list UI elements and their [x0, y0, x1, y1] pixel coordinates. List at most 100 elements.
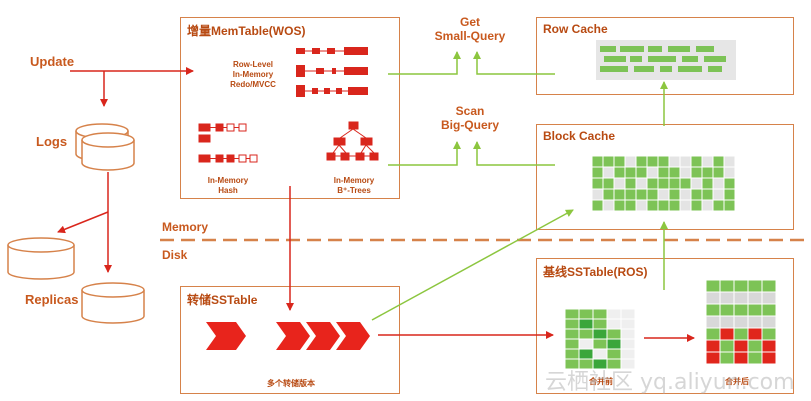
- block-cell: [646, 199, 659, 212]
- ros-before-cell: [592, 348, 608, 360]
- ros-after-cell: [747, 339, 763, 353]
- ros-after-cell: [733, 351, 749, 365]
- block-cell: [679, 177, 692, 190]
- before-merge-label: 合并前: [589, 377, 613, 386]
- block-cell: [712, 199, 725, 212]
- block-cell: [591, 177, 604, 190]
- ros-before-cell: [606, 308, 622, 320]
- ros-before-cell: [592, 328, 608, 340]
- dump-versions-caption: 多个转储版本: [267, 379, 315, 388]
- scan-query-arrow-right: [473, 141, 555, 166]
- ros-before-cell: [620, 358, 636, 370]
- ros-before-cell: [620, 318, 636, 330]
- ros-before-cell: [592, 338, 608, 350]
- ros-after-cell: [733, 279, 749, 293]
- ros-before-cell: [578, 328, 594, 340]
- ros-before-cell: [564, 328, 580, 340]
- block-cell: [723, 155, 736, 168]
- ros-after-cell: [705, 351, 721, 365]
- block-cache-title: Block Cache: [543, 129, 616, 143]
- block-cell: [657, 177, 670, 190]
- update-label: Update: [30, 54, 75, 69]
- ros-after-cell: [705, 291, 721, 305]
- block-cell: [723, 177, 736, 190]
- block-cell: [613, 155, 626, 168]
- block-cell: [613, 177, 626, 190]
- block-cell: [712, 166, 725, 179]
- ros-after-cell: [761, 315, 777, 329]
- ros-after-cell: [719, 315, 735, 329]
- ros-after-cell: [719, 279, 735, 293]
- block-cell: [668, 188, 681, 201]
- ros-after-cell: [705, 315, 721, 329]
- block-cell: [635, 166, 648, 179]
- ros-after-cell: [761, 339, 777, 353]
- sstable-to-blockcache-arrow: [371, 209, 574, 321]
- ros-after-merge-grid-icon: [705, 279, 777, 365]
- scan-query-arrow-left: [388, 141, 461, 166]
- ros-after-cell: [747, 291, 763, 305]
- ros-after-cell: [719, 303, 735, 317]
- ros-before-cell: [564, 348, 580, 360]
- block-cell: [602, 177, 615, 190]
- block-cell: [646, 166, 659, 179]
- block-cell: [624, 177, 637, 190]
- block-cell: [646, 155, 659, 168]
- ros-before-cell: [578, 318, 594, 330]
- ros-after-cell: [705, 327, 721, 341]
- block-cell: [679, 188, 692, 201]
- ros-after-cell: [733, 327, 749, 341]
- block-cache-box: Block Cache: [536, 124, 794, 230]
- dump-version-chevrons-icon: [206, 322, 370, 350]
- block-cell: [613, 199, 626, 212]
- ros-after-cell: [719, 291, 735, 305]
- btree-structure-icon: [326, 121, 379, 161]
- block-cell: [602, 188, 615, 201]
- block-cell: [591, 166, 604, 179]
- block-cell: [723, 166, 736, 179]
- ros-before-cell: [620, 308, 636, 320]
- ros-after-cell: [761, 303, 777, 317]
- block-cell: [602, 155, 615, 168]
- block-cell: [668, 155, 681, 168]
- block-cell: [701, 166, 714, 179]
- block-cell: [668, 166, 681, 179]
- ros-before-cell: [564, 338, 580, 350]
- ros-after-cell: [747, 327, 763, 341]
- ros-after-cell: [747, 279, 763, 293]
- block-cell: [668, 199, 681, 212]
- row-cache-title: Row Cache: [543, 22, 608, 36]
- row-cache-rows-icon: [596, 40, 736, 80]
- ros-after-cell: [761, 351, 777, 365]
- block-cell: [690, 199, 703, 212]
- block-cell: [712, 188, 725, 201]
- block-cell: [591, 155, 604, 168]
- block-cell: [646, 177, 659, 190]
- block-cell: [635, 155, 648, 168]
- ros-before-cell: [592, 318, 608, 330]
- get-query-arrow-right: [473, 51, 555, 75]
- ros-after-cell: [733, 303, 749, 317]
- after-merge-label: 合并后: [725, 377, 749, 386]
- ros-before-cell: [620, 328, 636, 340]
- block-cell: [712, 177, 725, 190]
- hash-structure-icon: [198, 123, 258, 163]
- ros-after-cell: [747, 315, 763, 329]
- block-cell: [679, 155, 692, 168]
- block-cell: [657, 188, 670, 201]
- logs-label: Logs: [36, 134, 68, 149]
- block-cell: [635, 199, 648, 212]
- block-cache-grid-icon: [591, 155, 736, 212]
- block-cell: [657, 155, 670, 168]
- ros-before-cell: [606, 348, 622, 360]
- block-cell: [690, 166, 703, 179]
- ros-before-cell: [620, 338, 636, 350]
- block-cell: [690, 188, 703, 201]
- block-cell: [690, 155, 703, 168]
- ros-before-cell: [620, 348, 636, 360]
